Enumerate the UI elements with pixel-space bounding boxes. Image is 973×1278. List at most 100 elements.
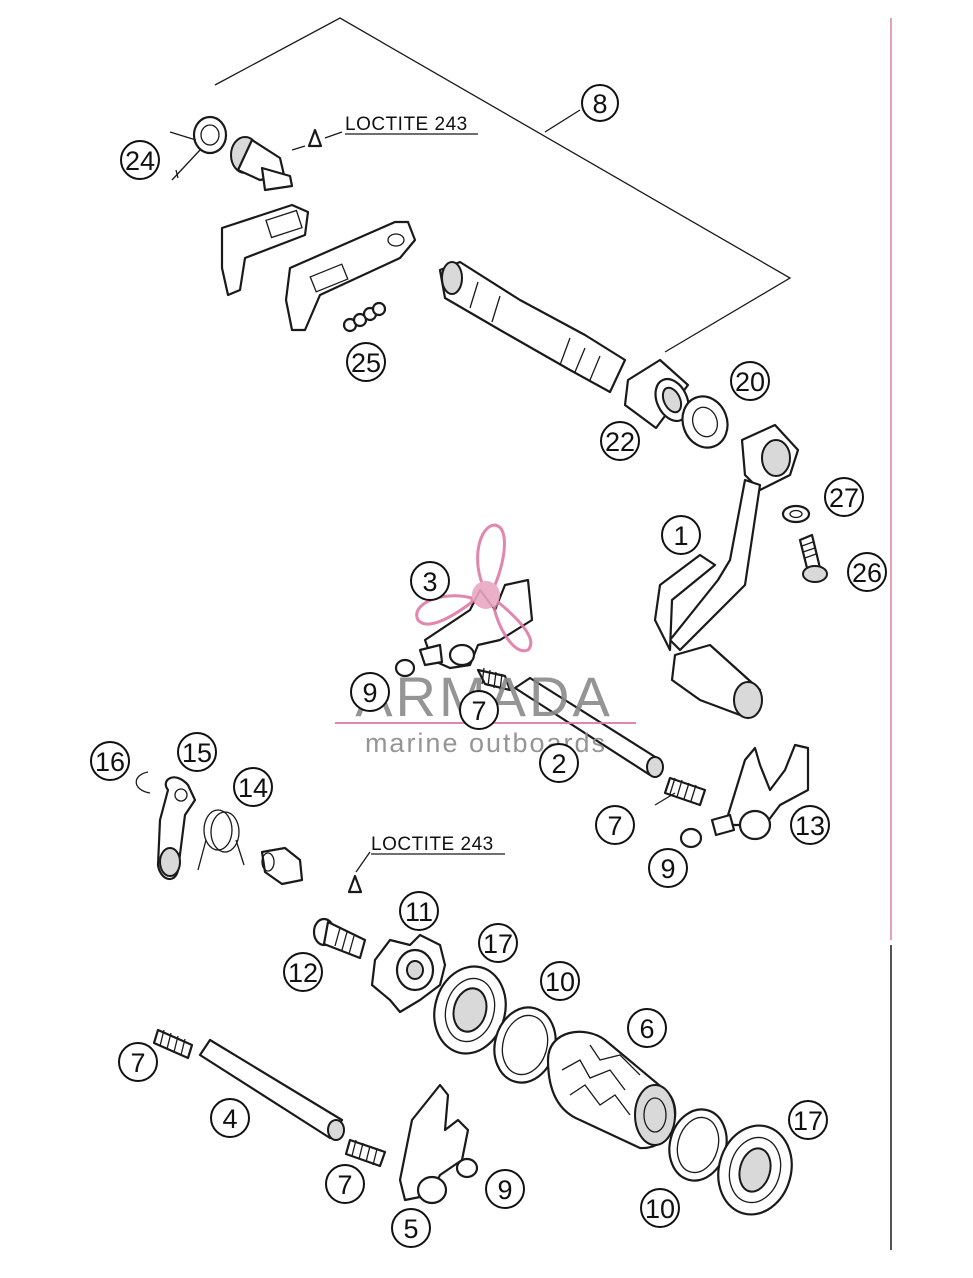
ratchet-plate-b: [284, 220, 417, 332]
shift-drum-6: [546, 1030, 677, 1150]
torsion-spring-14: [197, 809, 245, 871]
callout-10b: 10: [640, 1188, 680, 1228]
svg-text:14: 14: [238, 773, 268, 803]
svg-text:9: 9: [660, 854, 675, 884]
assembly-bracket-8: [214, 17, 792, 353]
svg-text:9: 9: [497, 1175, 512, 1205]
callout-6: 6: [627, 1008, 667, 1048]
svg-text:20: 20: [735, 367, 765, 397]
bush-9a: [394, 658, 416, 678]
svg-text:17: 17: [793, 1106, 823, 1136]
callout-7a: 7: [459, 690, 499, 730]
callout-25: 25: [346, 342, 386, 382]
stop-screw: [260, 846, 304, 886]
bushing-22: [623, 358, 690, 430]
svg-text:7: 7: [337, 1170, 352, 1200]
loctite-label-top: LOCTITE 243: [345, 114, 468, 135]
svg-text:24: 24: [125, 146, 155, 176]
leader-8: [544, 109, 581, 133]
spring-7b: [663, 776, 707, 807]
callout-16: 16: [90, 741, 130, 781]
svg-text:22: 22: [605, 427, 635, 457]
callout-7b: 7: [595, 805, 635, 845]
adjuster-bolt: [230, 136, 294, 192]
fork-shaft-4: [198, 1038, 345, 1141]
svg-text:6: 6: [639, 1014, 654, 1044]
svg-text:25: 25: [351, 348, 381, 378]
svg-text:9: 9: [362, 678, 377, 708]
svg-text:4: 4: [222, 1104, 237, 1134]
callout-7c: 7: [118, 1042, 158, 1082]
shift-fork-5: [398, 1083, 470, 1205]
callout-1: 1: [661, 515, 701, 555]
bolt-26: [798, 533, 828, 583]
loctite-drop-top: [307, 128, 323, 148]
shim-10b: [668, 1108, 728, 1182]
shift-fork-3: [418, 578, 534, 670]
spring-24: [169, 115, 228, 181]
callout-10a: 10: [540, 961, 580, 1001]
loctite-leader-mid: [355, 851, 371, 873]
spring-7d: [344, 1138, 387, 1168]
svg-text:7: 7: [607, 811, 622, 841]
svg-text:12: 12: [288, 958, 318, 988]
shift-fork-13: [710, 743, 810, 841]
callout-14: 14: [233, 767, 273, 807]
ratchet-plate-a: [220, 203, 310, 297]
callout-9c: 9: [485, 1169, 525, 1209]
callout-22: 22: [600, 421, 640, 461]
svg-text:7: 7: [471, 696, 486, 726]
washer-20: [681, 395, 729, 449]
callout-13: 13: [790, 805, 830, 845]
svg-text:10: 10: [645, 1194, 675, 1224]
bush-9b: [679, 827, 703, 849]
callout-26: 26: [847, 552, 887, 592]
callout-2: 2: [539, 743, 579, 783]
callout-3: 3: [410, 561, 450, 601]
svg-text:26: 26: [852, 558, 882, 588]
circlip-16: [135, 771, 151, 794]
shift-drum-cam-11: [370, 933, 447, 1014]
callout-9a: 9: [350, 672, 390, 712]
svg-text:10: 10: [545, 967, 575, 997]
callout-4: 4: [210, 1098, 250, 1138]
callout-12: 12: [283, 952, 323, 992]
spring-7a: [476, 667, 512, 692]
callout-27: 27: [824, 477, 864, 517]
callout-11: 11: [399, 891, 439, 931]
callout-17b: 17: [788, 1100, 828, 1140]
svg-text:11: 11: [405, 897, 433, 927]
svg-text:16: 16: [95, 747, 125, 777]
kick-starter-lever-1: [653, 423, 800, 720]
callout-7d: 7: [325, 1164, 365, 1204]
callout-17a: 17: [478, 923, 518, 963]
bearing-17b: [717, 1124, 793, 1216]
callout-5: 5: [391, 1208, 431, 1248]
kick-shaft: [438, 260, 627, 394]
callout-15: 15: [177, 732, 217, 772]
svg-text:17: 17: [483, 929, 513, 959]
callout-9b: 9: [648, 848, 688, 888]
loctite-label-mid: LOCTITE 243: [371, 834, 494, 855]
svg-text:13: 13: [795, 811, 825, 841]
loctite-drop-mid: [347, 874, 363, 894]
shift-lever-15: [156, 776, 197, 881]
svg-text:27: 27: [829, 483, 859, 513]
svg-text:1: 1: [673, 521, 688, 551]
fork-shaft-2: [513, 676, 664, 778]
lock-washer-27: [781, 504, 811, 524]
spring-7c: [152, 1028, 194, 1060]
bearing-17a: [433, 965, 507, 1055]
svg-text:5: 5: [403, 1214, 418, 1244]
bolt-12: [312, 917, 367, 960]
callout-24: 24: [120, 140, 160, 180]
svg-text:3: 3: [422, 567, 437, 597]
svg-text:7: 7: [130, 1048, 145, 1078]
callout-8: 8: [581, 84, 619, 122]
svg-text:8: 8: [592, 89, 607, 119]
callout-20: 20: [730, 361, 770, 401]
svg-text:15: 15: [182, 738, 212, 768]
springs-25: [342, 301, 387, 333]
propeller-logo-icon: [415, 523, 533, 653]
